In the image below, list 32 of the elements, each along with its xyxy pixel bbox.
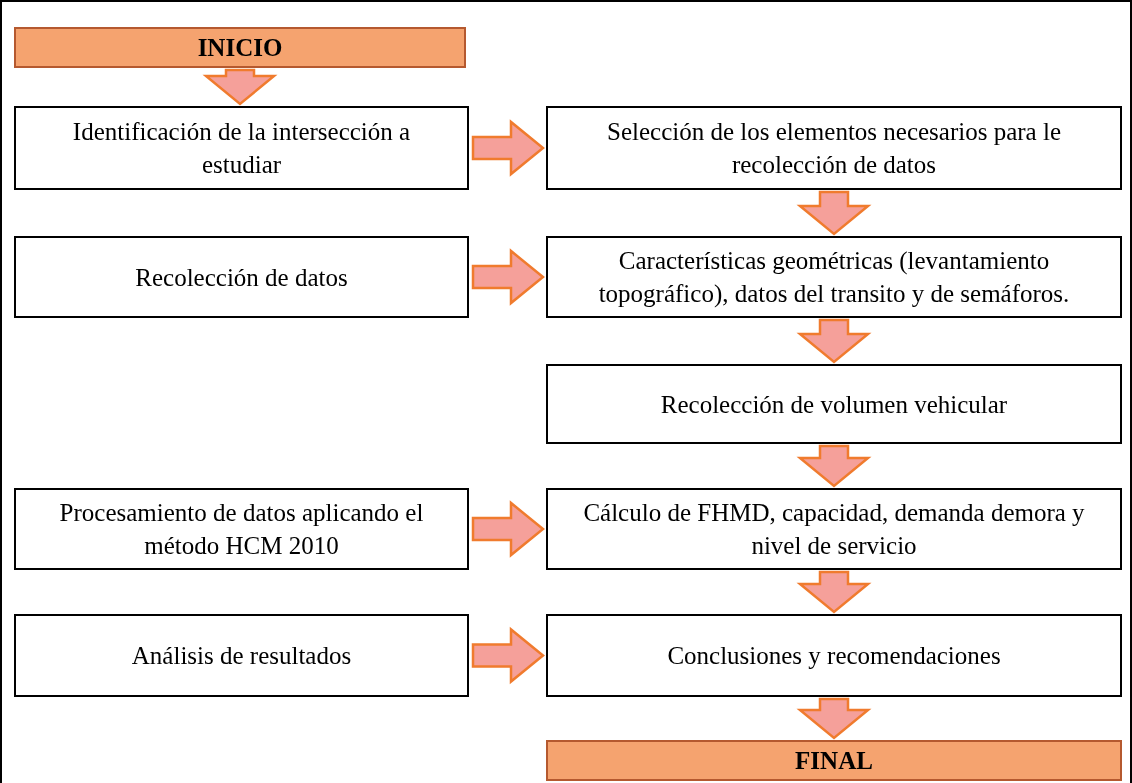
- process-box: [546, 106, 1122, 190]
- step-text: Procesamiento de datos aplicando el método HCM 2010: [58, 498, 425, 561]
- block-arrow: [471, 248, 545, 306]
- block-arrow: [796, 318, 872, 364]
- block-arrow: [796, 697, 872, 740]
- step-text: Recolección de volumen vehicular: [660, 389, 1008, 420]
- block-arrow: [202, 68, 278, 106]
- step-text: Cálculo de FHMD, capacidad, demanda demora y nivel de servicio: [582, 498, 1086, 561]
- block-arrow: [471, 500, 545, 558]
- block-arrow: [796, 444, 872, 488]
- step-text: Análisis de resultados: [131, 641, 352, 671]
- block-arrow: [796, 570, 872, 614]
- terminal-bar: [546, 740, 1122, 781]
- terminal-bar: [14, 27, 466, 68]
- process-box: [546, 236, 1122, 318]
- step-text: Selección de los elementos necesarios para le recolección de datos: [606, 117, 1062, 180]
- terminal-label: INICIO: [197, 32, 283, 63]
- process-box: [14, 106, 469, 190]
- block-arrow: [471, 119, 545, 177]
- block-arrow: [796, 190, 872, 236]
- process-box: [14, 488, 469, 570]
- block-arrow: [471, 626, 545, 685]
- process-box: [14, 614, 469, 697]
- process-box: [546, 364, 1122, 444]
- step-text: Recolección de datos: [135, 262, 348, 293]
- process-box: [546, 614, 1122, 697]
- step-text: Características geométricas (levantamiento topográfico), datos del transito y de semáforos.: [597, 246, 1071, 309]
- process-box: [14, 236, 469, 318]
- process-box: [546, 488, 1122, 570]
- terminal-label: FINAL: [795, 745, 873, 776]
- step-text: Conclusiones y recomendaciones: [667, 641, 1001, 671]
- step-text: Identificación de la intersección a estudiar: [71, 117, 412, 180]
